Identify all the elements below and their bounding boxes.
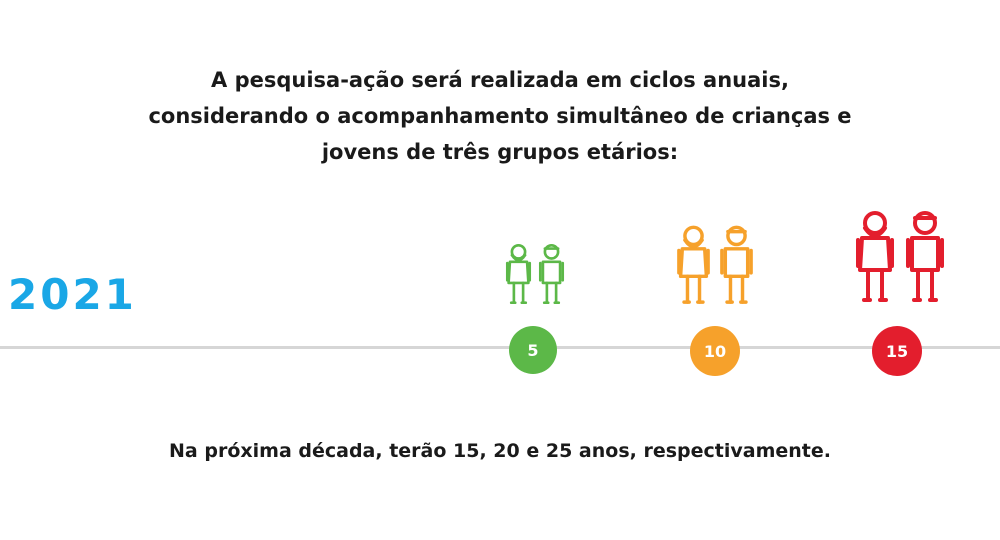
age-badge-10: 10 bbox=[690, 326, 740, 376]
footer-note: Na próxima década, terão 15, 20 e 25 ano… bbox=[169, 440, 831, 462]
intro-line: considerando o acompanhamento simultâneo… bbox=[148, 104, 852, 128]
age-badge-label: 10 bbox=[703, 341, 727, 361]
children-group-10-icons bbox=[677, 225, 753, 304]
girl-icon bbox=[505, 243, 532, 305]
timeline-line bbox=[0, 346, 1000, 349]
children-group-5-icons bbox=[505, 243, 565, 305]
girl-icon bbox=[856, 211, 894, 302]
boy-icon bbox=[538, 243, 565, 305]
age-badge-label: 15 bbox=[885, 341, 909, 361]
intro-text: A pesquisa-ação será realizada em ciclos… bbox=[0, 62, 1000, 170]
boy-icon bbox=[906, 211, 944, 302]
boy-icon bbox=[720, 225, 753, 304]
intro-line: jovens de três grupos etários: bbox=[321, 140, 679, 164]
girl-icon bbox=[677, 225, 710, 304]
age-badge-label: 5 bbox=[527, 340, 539, 360]
age-badge-5: 5 bbox=[509, 326, 557, 374]
year-label: 2021 bbox=[8, 270, 137, 319]
children-group-15-icons bbox=[856, 211, 944, 302]
age-badge-15: 15 bbox=[872, 326, 922, 376]
intro-line: A pesquisa-ação será realizada em ciclos… bbox=[211, 68, 789, 92]
